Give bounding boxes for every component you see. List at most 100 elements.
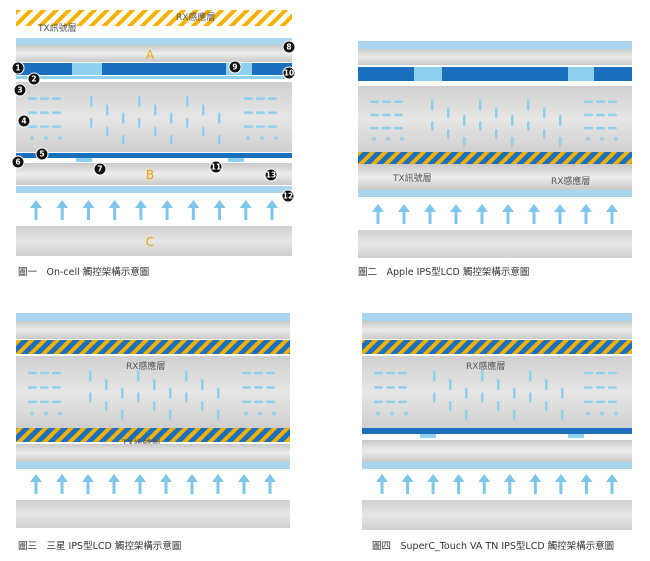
bottom-glass xyxy=(362,440,632,462)
rx-sensor-stripes xyxy=(16,10,292,26)
lc-molecule xyxy=(495,107,498,119)
lc-molecule xyxy=(608,100,617,104)
liquid-crystal-molecules xyxy=(370,99,618,148)
caption-fig2: 圖二 Apple IPS型LCD 觸控架構示意圖 xyxy=(358,266,529,278)
lc-molecule xyxy=(242,400,251,404)
light-arrow-head xyxy=(424,204,436,212)
lc-molecule xyxy=(527,121,530,132)
marker-12: 12 xyxy=(281,189,295,203)
pixel-electrode xyxy=(362,428,632,434)
backlight-arrows xyxy=(372,204,618,224)
lc-molecule xyxy=(44,136,48,140)
svg-text:10: 10 xyxy=(284,69,294,78)
marker-6: 6 xyxy=(11,155,25,169)
lc-molecule xyxy=(374,371,383,375)
lc-molecule xyxy=(244,125,253,128)
light-arrow-head xyxy=(108,200,121,208)
figure-3: RX感應層 TX訊號層 圖三 三星 IPS型LCD 觸控架構示意圖 xyxy=(16,313,290,552)
common-electrode xyxy=(16,76,292,79)
lc-molecule xyxy=(256,111,265,114)
lc-molecule xyxy=(511,115,514,127)
caption-fig3: 圖三 三星 IPS型LCD 觸控架構示意圖 xyxy=(18,540,181,552)
tx-rx-stripes xyxy=(358,152,632,164)
lc-molecule xyxy=(90,96,93,107)
svg-text:8: 8 xyxy=(286,43,291,52)
top-polarizer xyxy=(358,41,632,49)
light-arrow-head xyxy=(82,200,95,208)
lc-molecule xyxy=(52,97,61,100)
lc-molecule xyxy=(30,411,34,416)
lc-molecule xyxy=(614,411,618,416)
lc-molecule xyxy=(513,409,516,420)
lc-molecule xyxy=(400,137,404,141)
svg-text:1: 1 xyxy=(15,64,20,73)
light-arrow-head xyxy=(266,200,278,208)
rx-label: RX感應層 xyxy=(466,360,505,372)
lc-molecule xyxy=(202,104,205,116)
tft-pad xyxy=(568,434,584,438)
lc-molecule xyxy=(376,411,380,416)
marker-3: 3 xyxy=(13,83,27,97)
lc-molecule xyxy=(596,113,605,117)
glass-a xyxy=(16,45,292,62)
lc-molecule xyxy=(394,100,403,104)
lc-molecule xyxy=(481,370,484,382)
lc-molecule xyxy=(170,112,173,124)
bottom-polarizer xyxy=(362,462,632,469)
lc-molecule xyxy=(169,409,172,420)
rx-stripes xyxy=(16,340,290,354)
svg-text:2: 2 xyxy=(31,75,36,84)
lc-molecule xyxy=(463,137,466,148)
caption-fig4: 圖四 SuperC_Touch VA TN IPS型LCD 觸控架構示意圖 xyxy=(372,540,614,552)
lc-molecule xyxy=(463,115,466,127)
lc-molecule xyxy=(561,409,564,420)
top-glass xyxy=(16,321,290,339)
figure-2: TX訊號層 RX感應層 圖二 Apple IPS型LCD 觸控架構示意圖 xyxy=(358,41,632,278)
light-arrow-head xyxy=(503,474,516,482)
lc-molecule xyxy=(584,113,593,117)
bottom-glass xyxy=(16,444,290,462)
light-arrow-head xyxy=(161,200,174,208)
lc-molecule xyxy=(121,387,124,399)
lc-molecule xyxy=(481,392,484,403)
lc-molecule xyxy=(105,379,108,391)
lc-molecule xyxy=(529,392,532,403)
lc-molecule xyxy=(217,409,220,420)
lc-molecule xyxy=(40,97,49,100)
svg-text:5: 5 xyxy=(39,150,44,159)
lc-molecule xyxy=(28,371,37,375)
liquid-crystal-molecules xyxy=(374,370,618,420)
lc-molecule xyxy=(398,386,407,389)
lc-molecule xyxy=(122,112,125,124)
lc-molecule xyxy=(596,100,605,104)
top-glass xyxy=(358,49,632,65)
backlight-arrows xyxy=(376,474,618,494)
lc-molecule xyxy=(153,401,156,412)
light-arrow-head xyxy=(186,474,198,482)
svg-text:7: 7 xyxy=(97,165,102,174)
lc-molecule xyxy=(52,400,61,404)
backlight xyxy=(16,500,290,528)
lc-molecule xyxy=(218,112,221,124)
marker-1: 1 xyxy=(11,61,25,75)
lc-molecule xyxy=(106,126,109,137)
lc-molecule xyxy=(543,129,546,140)
lc-molecule xyxy=(52,386,61,389)
light-arrow-head xyxy=(398,204,410,212)
lc-molecule xyxy=(122,134,125,145)
lc-molecule xyxy=(266,400,275,404)
lc-molecule xyxy=(584,371,593,375)
liquid-crystal-area xyxy=(16,356,290,428)
lc-molecule xyxy=(596,371,605,375)
backlight-arrows xyxy=(30,474,276,494)
lc-molecule xyxy=(218,134,221,145)
lc-molecule xyxy=(543,107,546,119)
lc-molecule xyxy=(186,118,189,128)
lc-molecule xyxy=(608,371,617,375)
liquid-crystal-area xyxy=(16,82,292,152)
marker-5: 5 xyxy=(35,147,49,161)
lc-molecule xyxy=(138,96,141,107)
light-arrow-head xyxy=(239,200,252,208)
lc-molecule xyxy=(137,370,140,382)
label-b: B xyxy=(146,168,154,182)
